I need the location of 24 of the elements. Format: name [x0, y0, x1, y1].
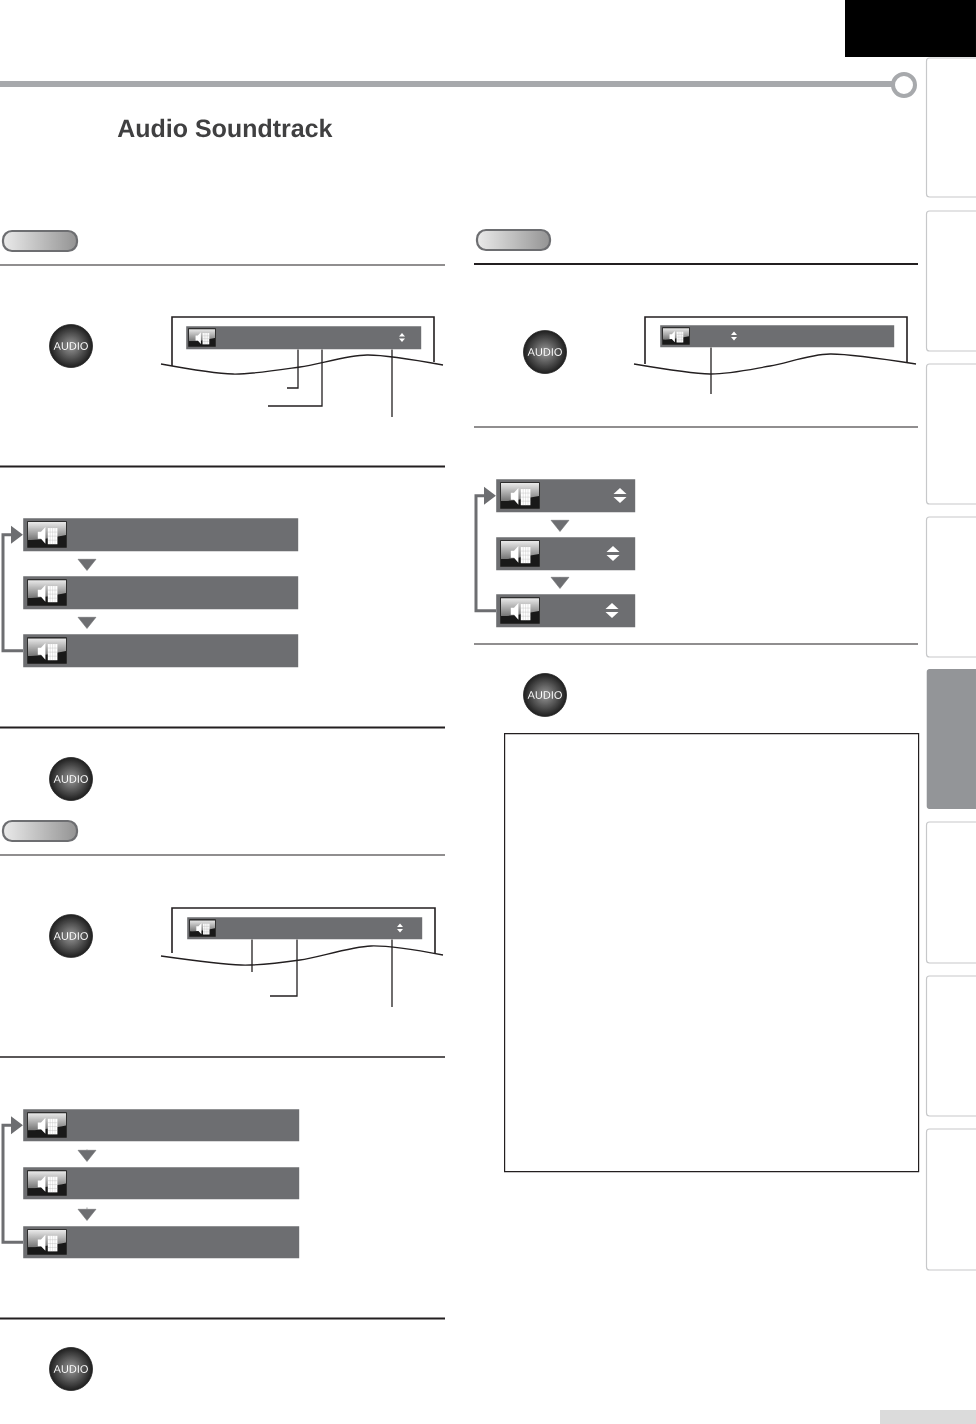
- leader-line: [391, 938, 393, 1008]
- return-arrow: [1, 1116, 23, 1244]
- return-arrow: [1, 525, 23, 653]
- down-arrow: [550, 519, 570, 532]
- leader-line: [269, 938, 298, 997]
- page-title: Audio Soundtrack: [117, 118, 333, 138]
- remote-button: AUDIO: [49, 324, 93, 368]
- remote-button: AUDIO: [523, 330, 567, 374]
- down-arrow: [77, 1207, 97, 1221]
- leader-line: [251, 938, 253, 973]
- remote-button: AUDIO: [49, 1347, 93, 1391]
- leader-line: [391, 348, 393, 418]
- remote-button: AUDIO: [49, 757, 93, 801]
- down-arrow: [77, 616, 97, 629]
- leader-line: [710, 346, 712, 395]
- leader-line: [267, 348, 323, 407]
- note-box: [504, 733, 920, 1173]
- leader-line: [286, 348, 299, 389]
- down-arrow: [77, 558, 97, 571]
- remote-button: AUDIO: [49, 914, 93, 958]
- remote-button: AUDIO: [523, 673, 567, 717]
- return-arrow: [474, 486, 496, 613]
- down-arrow: [77, 1149, 97, 1162]
- down-arrow: [550, 576, 570, 589]
